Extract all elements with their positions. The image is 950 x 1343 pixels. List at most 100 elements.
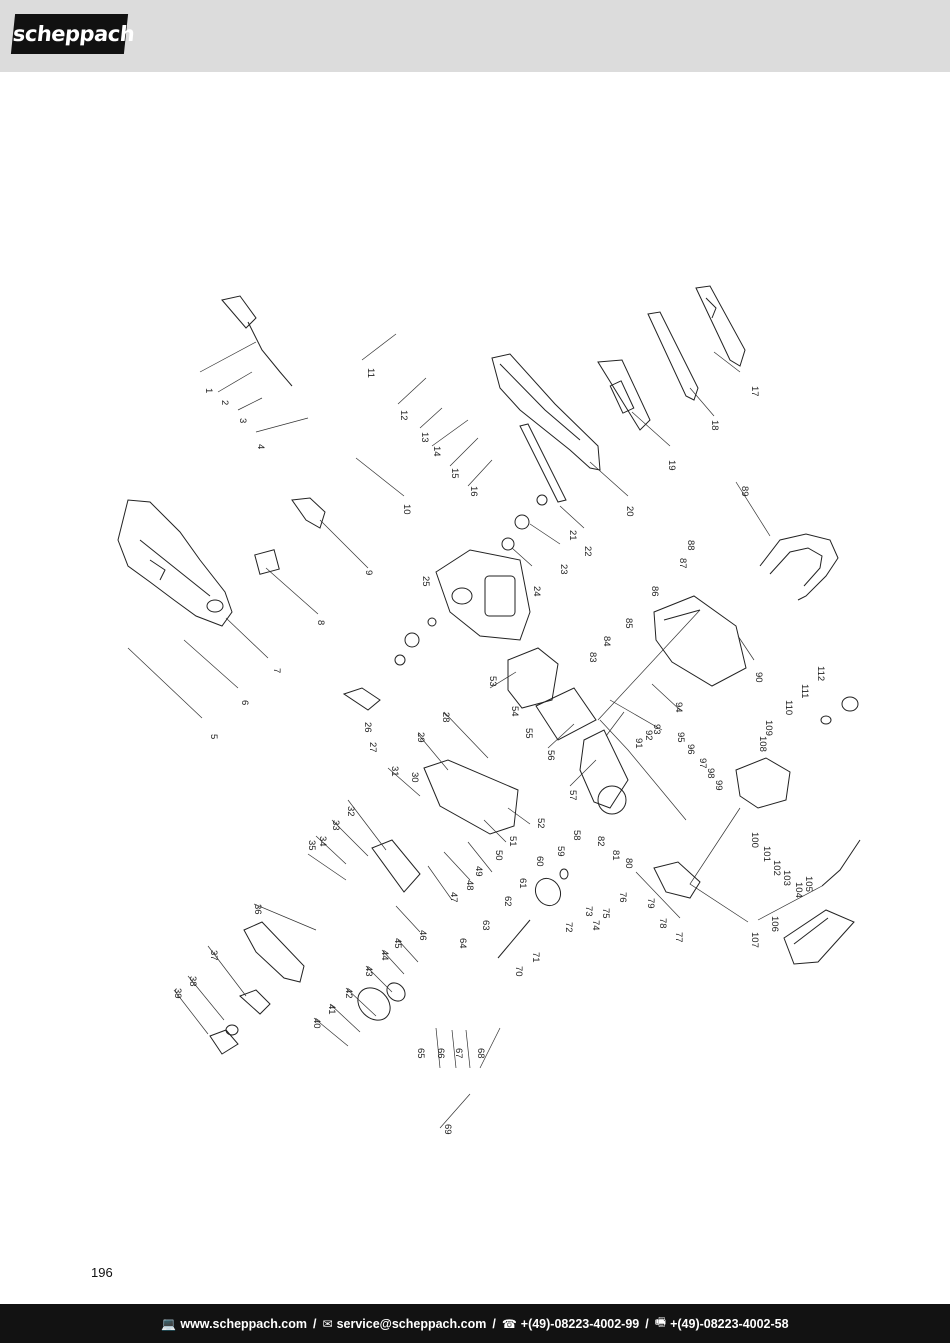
part-callout-59: 59 [555,846,566,857]
part-callout-80: 80 [623,858,634,869]
part-callout-91: 91 [633,738,644,749]
part-callout-19: 19 [666,460,677,471]
part-callout-42: 42 [343,988,354,999]
footer-separator: / [645,1316,649,1331]
footer-contact-bar: 💻 www.scheppach.com / ✉ service@scheppac… [0,1304,950,1343]
part-callout-110: 110 [783,700,794,715]
part-callout-43: 43 [363,966,374,977]
part-callout-67: 67 [453,1048,464,1059]
part-callout-83: 83 [587,652,598,663]
part-callout-7: 7 [271,668,282,673]
part-callout-84: 84 [601,636,612,647]
part-callout-87: 87 [677,558,688,569]
part-callout-8: 8 [315,620,326,625]
part-callout-107: 107 [749,932,760,948]
part-callout-10: 10 [401,504,412,515]
part-callout-3: 3 [237,418,248,423]
part-callout-105: 105 [803,876,814,892]
part-callout-98: 98 [705,768,716,779]
part-callout-61: 61 [517,878,528,889]
footer-separator: / [492,1316,496,1331]
part-callout-9: 9 [363,570,374,575]
part-callout-25: 25 [420,576,431,587]
part-callout-104: 104 [793,882,804,898]
part-callout-52: 52 [535,818,546,829]
part-callout-46: 46 [417,930,428,941]
part-callout-106: 106 [769,916,780,932]
part-callout-68: 68 [475,1048,486,1059]
part-callout-5: 5 [208,734,219,739]
part-callout-1: 1 [203,388,214,393]
part-callout-51: 51 [507,836,518,847]
part-callout-44: 44 [379,950,390,961]
envelope-icon: ✉ [322,1316,333,1331]
part-callout-62: 62 [502,896,513,907]
part-callout-14: 14 [431,446,442,457]
part-callout-45: 45 [392,938,403,949]
part-callout-76: 76 [617,892,628,903]
part-callout-11: 11 [365,368,376,378]
part-callout-57: 57 [567,790,578,801]
part-callout-85: 85 [623,618,634,629]
part-callout-48: 48 [464,880,475,891]
part-callout-71: 71 [530,952,541,963]
part-callout-92: 92 [643,730,654,741]
part-callout-112: 112 [815,666,826,681]
part-callout-54: 54 [509,706,520,717]
part-callout-89: 89 [739,486,750,497]
part-callout-26: 26 [362,722,373,733]
part-callout-90: 90 [753,672,764,683]
part-callout-55: 55 [523,728,534,739]
part-callout-40: 40 [311,1018,322,1029]
header-band: scheppach [0,0,950,72]
part-callout-101: 101 [761,846,772,862]
part-callout-97: 97 [697,758,708,769]
part-callout-64: 64 [457,938,468,949]
part-callout-69: 69 [442,1124,453,1135]
part-callout-36: 36 [252,904,263,915]
part-callout-15: 15 [449,468,460,479]
part-callout-56: 56 [545,750,556,761]
part-callout-23: 23 [558,564,569,575]
footer-fax: +(49)-08223-4002-58 [670,1316,789,1331]
part-callout-12: 12 [398,410,409,421]
part-callout-63: 63 [480,920,491,931]
part-callout-37: 37 [208,950,219,961]
part-callout-32: 32 [345,806,356,817]
part-callout-96: 96 [685,744,696,755]
part-callout-103: 103 [781,870,792,886]
part-callout-4: 4 [255,444,266,449]
part-callout-108: 108 [757,736,768,752]
part-callout-6: 6 [239,700,250,705]
part-callout-60: 60 [534,856,545,867]
phone-icon: ☎ [501,1316,517,1331]
part-callout-38: 38 [187,976,198,987]
part-callout-20: 20 [624,506,635,517]
part-callout-65: 65 [415,1048,426,1059]
part-callout-22: 22 [582,546,593,557]
part-callout-28: 28 [440,712,451,723]
part-callout-34: 34 [317,836,328,847]
part-callout-49: 49 [473,866,484,877]
part-callout-39: 39 [172,988,183,999]
part-callout-78: 78 [657,918,668,929]
part-callout-30: 30 [409,772,420,783]
part-callout-79: 79 [645,898,656,909]
part-callout-29: 29 [415,732,426,743]
footer-email[interactable]: service@scheppach.com [336,1316,487,1331]
part-callout-88: 88 [685,540,696,551]
computer-icon: 💻 [161,1316,177,1331]
part-callout-82: 82 [595,836,606,847]
part-callout-109: 109 [763,720,774,736]
footer-separator: / [313,1316,317,1331]
footer-website[interactable]: www.scheppach.com [180,1316,308,1331]
part-callout-94: 94 [673,702,684,713]
part-callout-24: 24 [531,586,542,597]
part-callout-53: 53 [487,676,498,687]
part-callout-50: 50 [493,850,504,861]
part-callout-41: 41 [326,1004,337,1015]
part-callout-70: 70 [513,966,524,977]
part-callout-58: 58 [571,830,582,841]
part-callout-86: 86 [649,586,660,597]
part-callout-100: 100 [749,832,760,848]
